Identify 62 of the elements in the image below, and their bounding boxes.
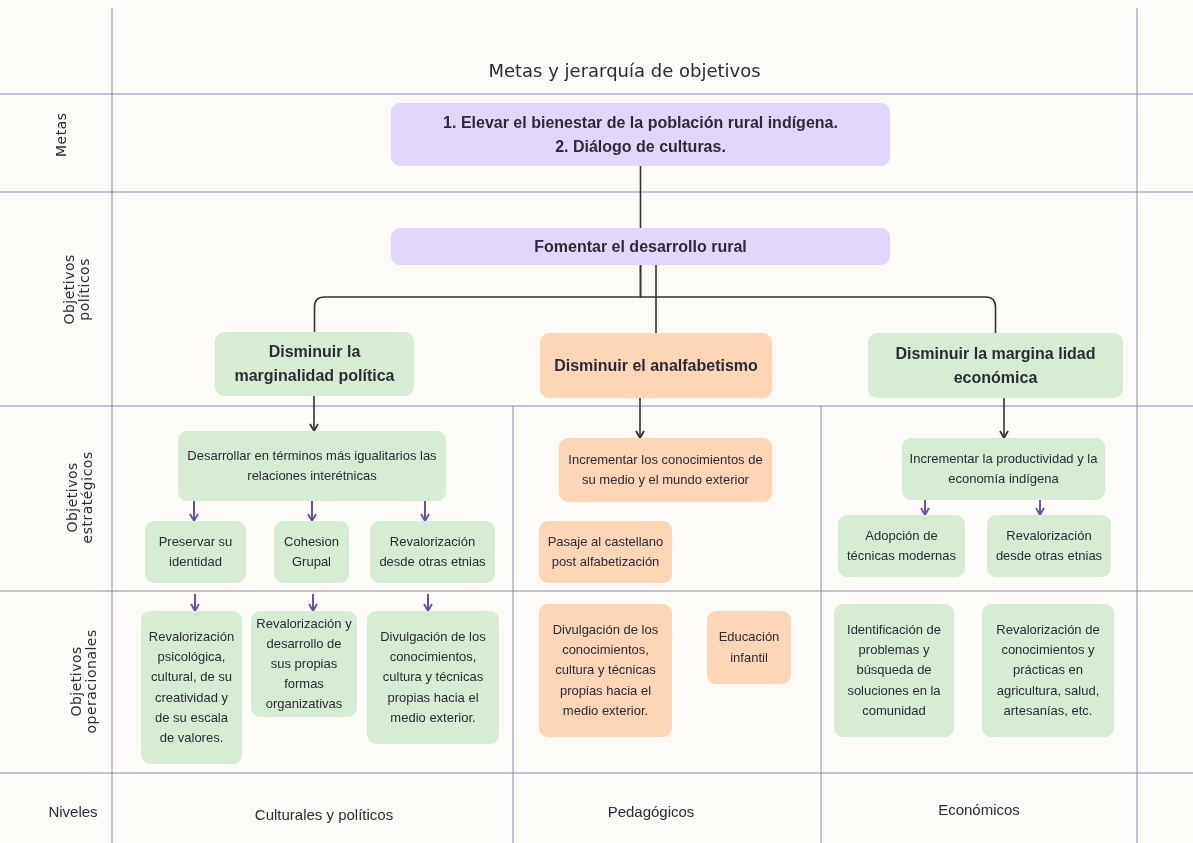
connector-arrow — [920, 499, 930, 516]
level-label: Pedagógicos — [607, 803, 695, 820]
connector-arrow — [420, 500, 430, 522]
node-text: 1. Elevar el bienestar de la población rural indígena. — [443, 112, 838, 133]
level-label: Económicos — [938, 801, 1020, 818]
objective-box — [141, 611, 242, 764]
objective-box — [539, 521, 672, 583]
row-header: Metas — [54, 111, 70, 159]
connector-arrow — [309, 395, 319, 432]
node-text: Disminuir la marginalidad política — [233, 342, 396, 386]
node-text: 2. Diálogo de culturas. — [555, 136, 726, 157]
row-header: Niveles — [48, 803, 98, 820]
objective-box — [982, 604, 1114, 737]
objective-box — [834, 604, 954, 737]
node-text: Pasaje al castellano post alfabetización — [546, 532, 665, 571]
diagram-title: Metas y jerarquía de objetivos — [487, 60, 762, 81]
objective-box — [868, 333, 1123, 398]
node-text: Divulgación de los conocimientos, cultura y técnicas propias hacia el medio exterior. — [551, 621, 660, 720]
objective-box — [215, 332, 414, 396]
node-text: Identificación de problemas y búsqueda de soluciones en la comunidad — [846, 621, 942, 720]
objective-box — [367, 611, 499, 744]
node-text: Preservar su identidad — [157, 532, 234, 571]
node-text: Adopción de técnicas modernas — [845, 526, 958, 565]
objective-box — [539, 604, 672, 737]
node-text: Incrementar la productividad y la economía indígena — [908, 449, 1099, 488]
objective-box — [707, 611, 791, 684]
node-text: Divulgación de los conocimientos, cultura y técnicas propias hacia el medio exterior. — [379, 628, 487, 727]
objective-box — [838, 515, 965, 577]
node-text: Revalorización desde otras etnias — [994, 526, 1104, 565]
node-text: Fomentar el desarrollo rural — [534, 236, 747, 257]
objective-box — [370, 521, 495, 583]
row-header: Objetivos políticos — [61, 253, 93, 327]
connector-arrow — [999, 397, 1009, 439]
node-text: Revalorización psicológica, cultural, de su creatividad y de su escala de valores. — [147, 628, 236, 747]
objective-box — [391, 228, 890, 265]
objective-box — [145, 521, 246, 583]
objective-box — [559, 438, 772, 502]
connector-arrow — [190, 593, 200, 612]
objective-box — [178, 431, 446, 501]
level-label: Culturales y políticos — [254, 806, 394, 823]
node-text: Revalorización y desarrollo de sus propias formas organizativas — [256, 614, 352, 714]
node-text: Revalorización desde otras etnias — [378, 532, 487, 571]
row-header: Objetivos estratégicos — [64, 450, 96, 546]
row-header: Objetivos operacionales — [68, 628, 100, 736]
node-text: Cohesion Grupal — [283, 532, 340, 571]
objective-box — [274, 521, 349, 583]
node-text: Revalorización de conocimientos y prácticas en agricultura, salud, artesanías, etc. — [995, 621, 1101, 720]
connector-arrow — [423, 593, 433, 612]
connector-arrow — [308, 593, 318, 612]
objective-box — [391, 103, 890, 166]
objective-box — [540, 333, 772, 398]
node-text: Desarrollar en términos más igualitarios las relaciones interétnicas — [186, 446, 438, 485]
node-text: Disminuir el analfabetismo — [554, 355, 758, 376]
connector-arrow — [1035, 499, 1045, 516]
objective-box — [902, 438, 1105, 500]
node-text: Disminuir la margina lidad económica — [894, 343, 1097, 388]
connector-arrow — [307, 500, 317, 522]
node-text: Incrementar los conocimientos de su medio y el mundo exterior — [567, 450, 764, 489]
node-text: Educación infantil — [717, 628, 781, 667]
connector-arrow — [189, 500, 199, 522]
connector-arrow — [635, 397, 645, 439]
objective-box — [987, 515, 1111, 577]
